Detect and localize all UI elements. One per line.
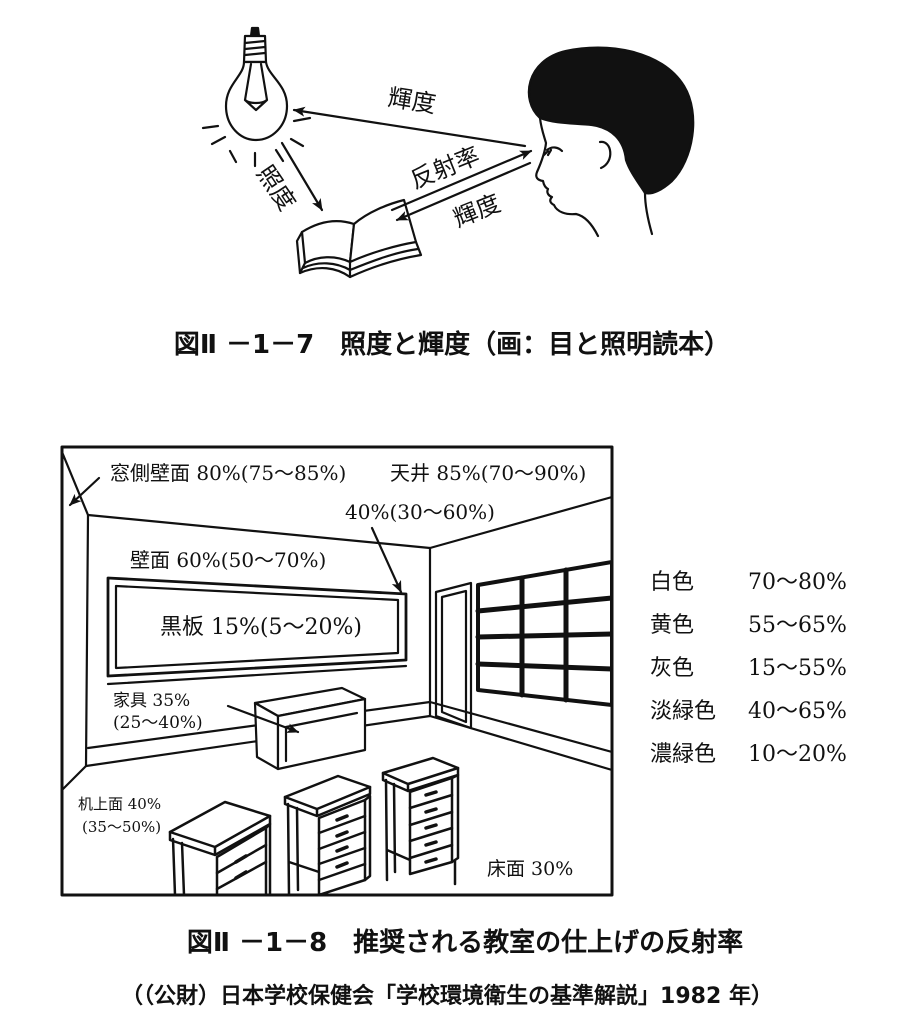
color-reflectance-table: 白色 70～80% 黄色 55～65% 灰色 15～55% 淡緑色 40～65%…: [650, 572, 860, 787]
desk-legs: [286, 802, 321, 895]
student-desk-right: [381, 756, 460, 886]
eye: [542, 146, 564, 157]
hair: [527, 46, 695, 195]
arrow-furniture: [226, 704, 300, 734]
bulb-glass: [224, 60, 289, 142]
desk-drawer-lines: [317, 814, 367, 882]
figure-1-illustration: [201, 26, 695, 279]
table-row: 濃緑色 10～20%: [650, 744, 860, 787]
desk-drawer-side: [264, 822, 272, 895]
blackboard-inner-frame: [114, 584, 400, 670]
figure-2-frame: [60, 445, 614, 897]
color-name: 濃緑色: [650, 742, 717, 767]
light-bulb-icon: [201, 26, 312, 168]
figure-1-caption: 図Ⅱ －1－7 照度と輝度（画：目と照明読本）: [173, 330, 731, 360]
window-mullions-horizontal: [475, 595, 612, 672]
reflectance-range: 10～20%: [748, 742, 847, 767]
book-left-page: [300, 220, 356, 265]
color-name: 灰色: [650, 656, 695, 681]
label-furniture-range: (25～40%): [113, 713, 203, 733]
book-icon: [295, 198, 423, 279]
label-front-wall: 40%(30～60%): [345, 500, 495, 524]
bulb-filament: [243, 62, 269, 112]
label-wall: 壁面 60%(50～70%): [130, 548, 327, 572]
desk-legs: [384, 778, 412, 882]
desk-drawer-handles: [234, 854, 248, 880]
blackboard: [106, 576, 408, 686]
reflectance-range: 70～80%: [748, 570, 847, 595]
ceiling-edges: [62, 450, 612, 550]
figure-2-source: （（公財）日本学校保健会「学校環境衛生の基準解説」1982 年）: [121, 984, 773, 1009]
desk-drawer-handles: [335, 814, 349, 869]
color-name: 白色: [650, 570, 695, 595]
table-row: 白色 70～80%: [650, 572, 860, 615]
person-head: [527, 46, 695, 238]
student-desk-middle: [283, 774, 372, 895]
desk-drawer-side: [363, 794, 372, 882]
label-floor: 床面 30%: [487, 858, 574, 880]
chalk-tray: [106, 664, 408, 686]
table-row: 灰色 15～55%: [650, 658, 860, 701]
door-frame: [434, 581, 473, 730]
blackboard-outer-frame: [106, 576, 408, 678]
label-ceiling: 天井 85%(70～90%): [390, 461, 587, 485]
arrow-luminance-to-book: [395, 161, 532, 222]
classroom-illustration: [62, 450, 612, 895]
table-row: 淡緑色 40～65%: [650, 701, 860, 744]
arrow-front-wall: [370, 526, 403, 594]
arrow-reflectance-to-eye: [390, 149, 533, 212]
face-profile: [535, 116, 600, 238]
teacher-desk-side: [253, 701, 280, 771]
label-window-wall: 窓側壁面 80%(75～85%): [110, 461, 347, 485]
window-mullions-vertical: [519, 567, 569, 703]
left-wall-corner: [62, 513, 90, 792]
desk-drawer-handles: [424, 790, 438, 864]
bulb-threads: [243, 39, 267, 57]
label-luminance-top: 輝度: [386, 83, 438, 119]
windows: [475, 560, 612, 707]
student-desk-left: [168, 800, 272, 895]
desk-drawer-side: [450, 773, 460, 886]
reflectance-range: 40～65%: [748, 699, 847, 724]
label-furniture: 家具 35%: [113, 691, 191, 711]
table-row: 黄色 55～65%: [650, 615, 860, 658]
arrow-luminance-to-bulb: [292, 106, 527, 148]
desk-legs: [171, 837, 186, 895]
label-blackboard: 黒板 15%(5～20%): [160, 615, 362, 640]
figure-2-caption: 図Ⅱ －1－8 推奨される教室の仕上げの反射率: [186, 928, 744, 958]
label-desktop: 机上面 40%: [78, 795, 162, 813]
door: [434, 581, 473, 730]
desk-drawers: [215, 826, 268, 895]
desk-top-edge: [381, 766, 460, 793]
color-name: 淡緑色: [650, 699, 717, 724]
arrow-illuminance-to-book: [280, 141, 324, 212]
desk-drawer-lines: [408, 793, 454, 860]
door-panel: [440, 589, 468, 724]
color-name: 黄色: [650, 613, 695, 638]
reflectance-range: 55～65%: [748, 613, 847, 638]
bulb-tip: [249, 26, 261, 38]
ear: [598, 140, 612, 170]
right-wall-baseboard: [428, 700, 612, 772]
desk-top-edge: [283, 785, 372, 818]
neck-back: [643, 191, 654, 236]
arrow-window-wall: [68, 476, 101, 507]
light-rays: [201, 116, 312, 168]
reflectance-range: 15～55%: [748, 656, 847, 681]
desk-top-edge: [168, 814, 272, 857]
book-page-edges: [298, 247, 420, 279]
teacher-desk: [253, 686, 367, 771]
label-desktop-range: (35～50%): [82, 818, 162, 836]
